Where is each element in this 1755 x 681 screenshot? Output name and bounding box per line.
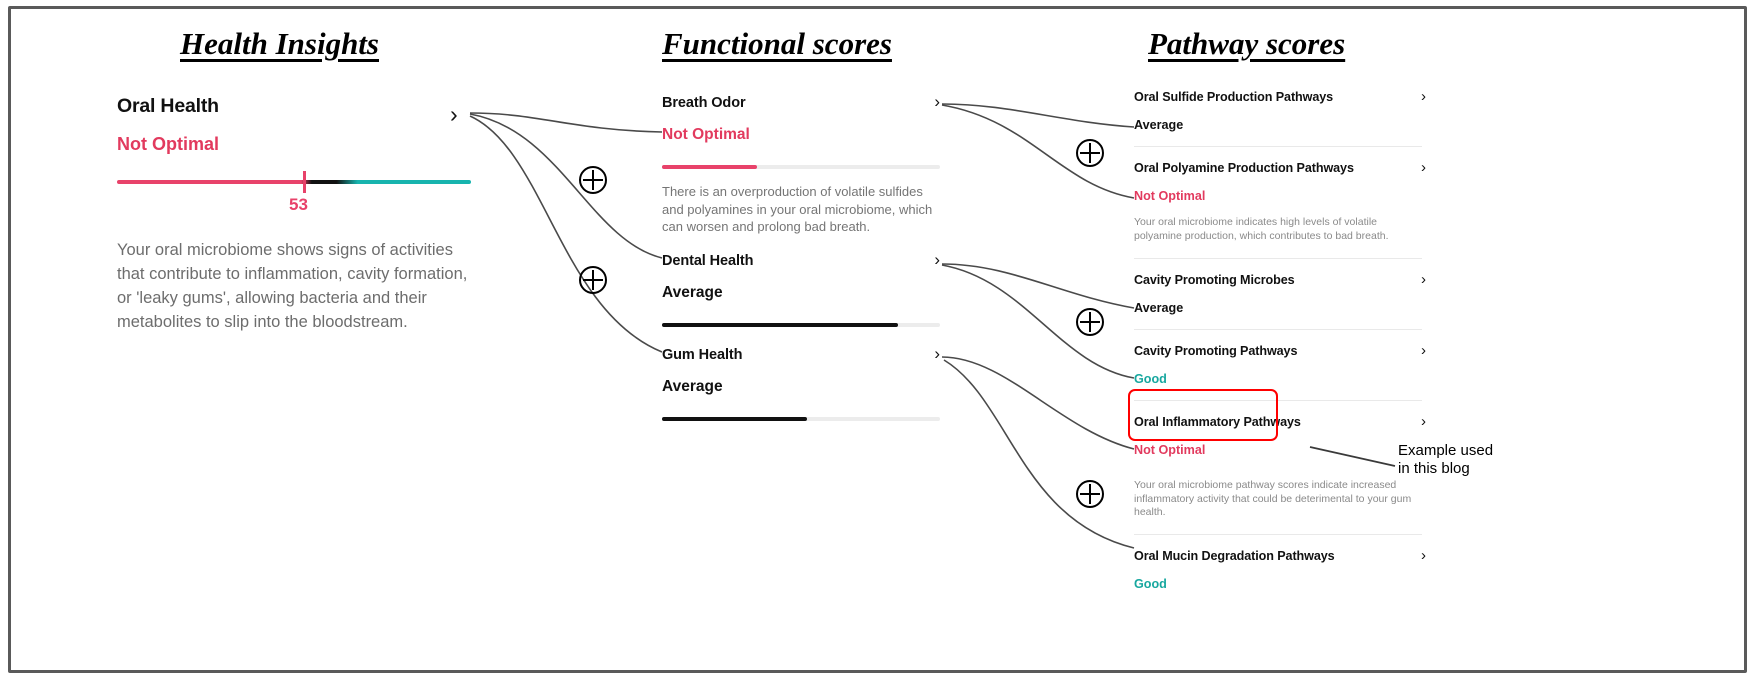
functional-score-status: Average bbox=[662, 378, 723, 395]
pathway-score-item[interactable]: Oral Polyamine Production Pathways › Not… bbox=[1134, 147, 1426, 258]
functional-score-status: Not Optimal bbox=[662, 126, 750, 143]
annotation-line-2: in this blog bbox=[1398, 460, 1470, 478]
functional-score-name: Gum Health bbox=[662, 347, 743, 363]
list-divider bbox=[1134, 257, 1422, 259]
functional-score-bar bbox=[662, 417, 940, 421]
list-divider bbox=[1134, 146, 1422, 147]
functional-score-bar bbox=[662, 323, 940, 327]
pathway-score-name: Oral Sulfide Production Pathways bbox=[1134, 90, 1334, 104]
functional-score-bar-fill bbox=[662, 165, 757, 169]
pathway-score-status: Good bbox=[1134, 371, 1167, 386]
pathway-score-status: Not Optimal bbox=[1134, 189, 1206, 203]
pathway-score-name: Cavity Promoting Microbes bbox=[1134, 272, 1295, 287]
functional-score-name: Dental Health bbox=[662, 253, 754, 269]
functional-score-status: Average bbox=[662, 284, 723, 301]
health-insight-card[interactable]: Oral Health Not Optimal 53 Your oral mic… bbox=[117, 95, 487, 335]
column-title-health-insights: Health Insights bbox=[180, 26, 379, 61]
pathway-score-status: Average bbox=[1134, 300, 1184, 315]
pathway-score-status: Good bbox=[1134, 577, 1167, 592]
chevron-right-icon-oral-health[interactable]: › bbox=[450, 101, 458, 127]
pathway-score-name: Oral Inflammatory Pathways bbox=[1134, 414, 1301, 429]
chevron-right-icon-breath-odor[interactable]: › bbox=[934, 92, 940, 111]
functional-score-name: Breath Odor bbox=[662, 95, 746, 111]
meter-gradient-track bbox=[117, 180, 471, 184]
pathway-score-name: Cavity Promoting Pathways bbox=[1134, 343, 1298, 358]
plus-circle-icon-expand-1[interactable] bbox=[578, 165, 608, 195]
insight-description: Your oral microbiome shows signs of acti… bbox=[117, 241, 468, 331]
functional-score-description: There is an overproduction of volatile s… bbox=[662, 184, 933, 235]
pathway-score-name: Oral Polyamine Production Pathways bbox=[1134, 161, 1354, 175]
chevron-right-icon-cavity-microbes[interactable]: › bbox=[1421, 270, 1426, 288]
annotation-line-1: Example used bbox=[1398, 442, 1494, 459]
plus-circle-icon-expand-3[interactable] bbox=[1075, 138, 1105, 168]
insight-status-badge: Not Optimal bbox=[117, 134, 219, 154]
chevron-right-icon-oral-inflammatory[interactable]: › bbox=[1421, 412, 1426, 430]
functional-score-item[interactable]: Dental Health › Average bbox=[662, 250, 940, 327]
pathway-score-item[interactable]: Cavity Promoting Pathways › Good bbox=[1134, 330, 1426, 400]
pathway-score-item-highlighted[interactable]: Oral Inflammatory Pathways › Not Optimal… bbox=[1128, 388, 1426, 535]
pathway-score-item[interactable]: Cavity Promoting Microbes › Average bbox=[1134, 259, 1426, 329]
plus-circle-icon-expand-5[interactable] bbox=[1075, 479, 1105, 509]
pathway-score-item[interactable]: Oral Sulfide Production Pathways › Avera… bbox=[1134, 88, 1426, 146]
plus-circle-icon-expand-2[interactable] bbox=[578, 265, 608, 295]
chevron-right-icon-oral-polyamine[interactable]: › bbox=[1421, 159, 1426, 176]
pathway-score-status: Not Optimal bbox=[1134, 442, 1206, 457]
annotation-callout: Example used in this blog bbox=[1398, 442, 1528, 479]
meter-score-value: 53 bbox=[289, 195, 308, 214]
chevron-right-icon-oral-sulfide[interactable]: › bbox=[1421, 88, 1426, 105]
chevron-right-icon-gum-health[interactable]: › bbox=[934, 344, 940, 363]
list-divider bbox=[1134, 399, 1422, 401]
chevron-right-icon-dental-health[interactable]: › bbox=[934, 250, 940, 269]
pathway-scores-list: Oral Sulfide Production Pathways › Avera… bbox=[1128, 88, 1426, 605]
diagram-frame bbox=[8, 6, 1747, 673]
functional-score-bar-fill bbox=[662, 323, 899, 327]
functional-score-bar-fill bbox=[662, 417, 807, 421]
pathway-score-name: Oral Mucin Degradation Pathways bbox=[1134, 549, 1335, 564]
list-divider bbox=[1134, 328, 1422, 330]
pathway-score-description: Your oral microbiome indicates high leve… bbox=[1134, 216, 1389, 242]
column-title-pathway-scores: Pathway scores bbox=[1148, 26, 1346, 61]
pathway-score-status: Average bbox=[1134, 118, 1184, 132]
pathway-score-description: Your oral microbiome pathway scores indi… bbox=[1134, 478, 1412, 519]
chevron-right-icon-cavity-pathways[interactable]: › bbox=[1421, 341, 1426, 359]
chevron-right-icon-oral-mucin[interactable]: › bbox=[1421, 547, 1426, 565]
insight-name: Oral Health bbox=[117, 95, 219, 117]
functional-score-item[interactable]: Gum Health › Average bbox=[662, 344, 940, 421]
functional-score-bar bbox=[662, 165, 940, 169]
meter-marker bbox=[303, 171, 306, 193]
plus-circle-icon-expand-4[interactable] bbox=[1075, 307, 1105, 337]
list-divider bbox=[1134, 534, 1422, 536]
oral-health-score-meter: 53 bbox=[117, 171, 471, 214]
pathway-score-item[interactable]: Oral Mucin Degradation Pathways › Good bbox=[1134, 535, 1426, 605]
column-title-functional-scores: Functional scores bbox=[662, 26, 892, 61]
functional-score-item[interactable]: Breath Odor › Not Optimal There is an ov… bbox=[662, 92, 940, 236]
